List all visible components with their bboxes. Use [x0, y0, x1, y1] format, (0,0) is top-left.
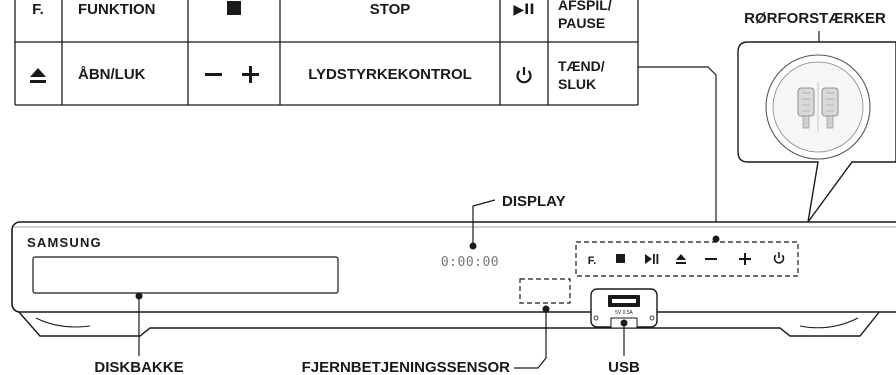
power-label-line1: TÆND/	[558, 58, 605, 74]
remote-sensor-label: FJERNBETJENINGSSENSOR	[302, 359, 511, 375]
remote-sensor-marker	[543, 306, 550, 313]
volume-label: LYDSTYRKEKONTROL	[308, 66, 472, 83]
function-symbol: F.	[32, 1, 44, 18]
stop-icon	[227, 1, 241, 15]
volume-down-icon	[205, 73, 222, 76]
usb-port-rating: 5V 0.5A	[615, 310, 633, 316]
function-label: FUNKTION	[78, 1, 156, 18]
play-pause-label-line2: PAUSE	[558, 15, 605, 31]
open-close-label: ÅBN/LUK	[78, 66, 146, 83]
power-leader-line	[638, 67, 716, 239]
usb-label: USB	[608, 359, 640, 375]
stop-label: STOP	[370, 1, 411, 18]
display-marker	[470, 243, 477, 250]
disc-tray-label: DISKBAKKE	[94, 359, 183, 375]
display-label: DISPLAY	[502, 193, 566, 210]
power-icon	[518, 67, 531, 82]
tube-amplifier-illustration	[766, 55, 870, 159]
tube-amplifier-label: RØRFORSTÆRKER	[744, 10, 886, 27]
disc-tray	[33, 257, 338, 293]
usb-marker	[621, 320, 628, 327]
volume-icons	[205, 66, 259, 83]
play-pause-label-line1: AFSPIL/	[558, 0, 612, 13]
panel-function-button: F.	[588, 255, 597, 267]
display-readout: 0:00:00	[441, 255, 499, 270]
brand-logo: SAMSUNG	[27, 235, 102, 250]
panel-stop-icon	[616, 254, 625, 263]
play-pause-icon: ▶II	[513, 2, 534, 18]
eject-icon	[30, 68, 46, 83]
panel-volume-down-icon	[705, 258, 717, 260]
panel-button-marker	[713, 236, 720, 243]
power-label-line2: SLUK	[558, 76, 596, 92]
